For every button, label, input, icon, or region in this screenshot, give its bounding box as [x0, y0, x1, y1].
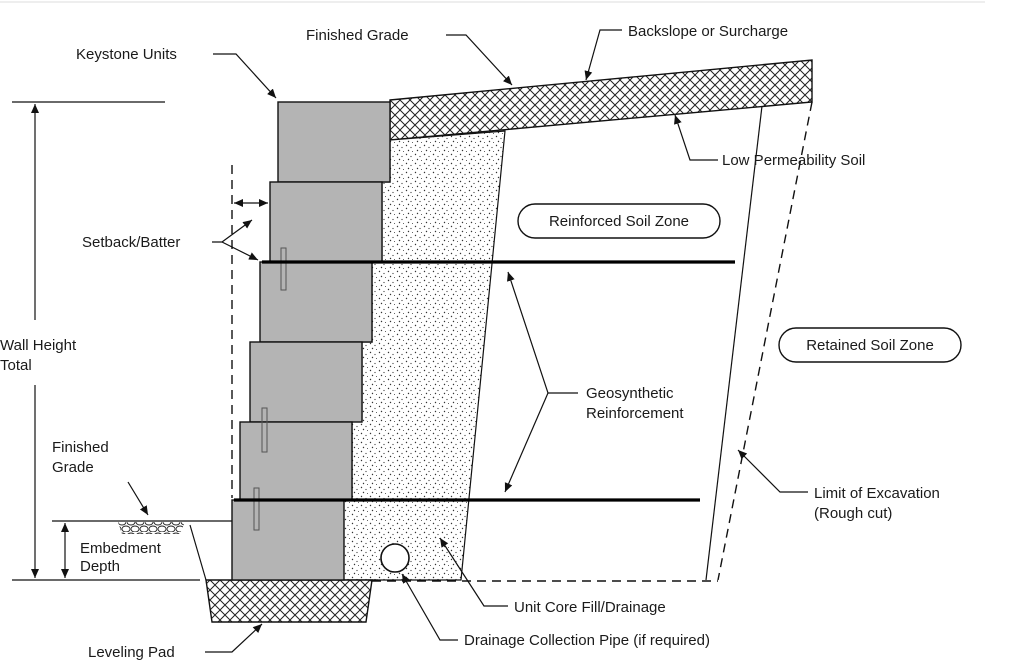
label-leveling-pad: Leveling Pad: [88, 644, 175, 661]
leader-geosynthetic-upper: [507, 271, 578, 394]
label-wall-height-total: Total: [0, 357, 32, 374]
reinforced-zone-pill: [517, 203, 721, 239]
label-retained-zone: Retained Soil Zone: [806, 337, 934, 354]
label-embedment-depth: Depth: [80, 558, 120, 575]
excavation-trench: [189, 524, 378, 581]
leader-finished-grade-low: [127, 481, 149, 516]
keystone-unit: [239, 421, 353, 501]
connection-pin: [280, 247, 287, 291]
keystone-unit: [259, 261, 373, 343]
label-reinforced-zone: Reinforced Soil Zone: [549, 213, 689, 230]
label-rough-cut: (Rough cut): [814, 505, 892, 522]
leader-setback-lower: [221, 241, 259, 261]
retained-zone-pill: [778, 327, 962, 363]
label-backslope: Backslope or Surcharge: [628, 23, 788, 40]
leader-limit-excavation: [737, 449, 808, 493]
reinforced-zone-back-line: [705, 105, 763, 581]
leader-keystone-units: [213, 53, 277, 99]
connection-pin: [261, 407, 268, 453]
lower-grade-gravel: [118, 522, 185, 534]
keystone-unit: [277, 101, 391, 183]
leader-low-permeability: [674, 114, 718, 161]
label-embedment: Embedment: [80, 540, 162, 557]
leader-geosynthetic-lower: [504, 392, 549, 493]
label-wall-height: Wall Height: [0, 337, 77, 354]
drainage-collection-pipe: [380, 543, 410, 573]
keystone-unit: [269, 181, 383, 263]
leader-finished-grade-top: [446, 34, 513, 86]
label-setback: Setback/Batter: [82, 234, 180, 251]
label-unit-core-fill: Unit Core Fill/Drainage: [514, 599, 666, 616]
leader-leveling-pad: [205, 623, 263, 653]
limit-of-excavation-line: [717, 101, 813, 581]
label-drainage-pipe: Drainage Collection Pipe (if required): [464, 632, 710, 649]
label-limit-excavation: Limit of Excavation: [814, 485, 940, 502]
label-geosynthetic: Geosynthetic: [586, 385, 674, 402]
keystone-unit: [231, 499, 345, 581]
label-reinforcement: Reinforcement: [586, 405, 684, 422]
leader-backslope: [584, 29, 622, 81]
leader-drainage-pipe: [401, 573, 458, 641]
connection-pin: [253, 487, 260, 531]
label-finished-grade-top: Finished Grade: [306, 27, 409, 44]
leveling-pad: [205, 579, 373, 623]
label-finished-grade-low-2: Grade: [52, 459, 94, 476]
label-low-permeability: Low Permeability Soil: [722, 152, 865, 169]
backslope-surcharge-fill: [389, 59, 813, 141]
leader-unit-core-fill: [439, 537, 508, 607]
label-keystone-units: Keystone Units: [76, 46, 177, 63]
label-finished-grade-low: Finished: [52, 439, 109, 456]
